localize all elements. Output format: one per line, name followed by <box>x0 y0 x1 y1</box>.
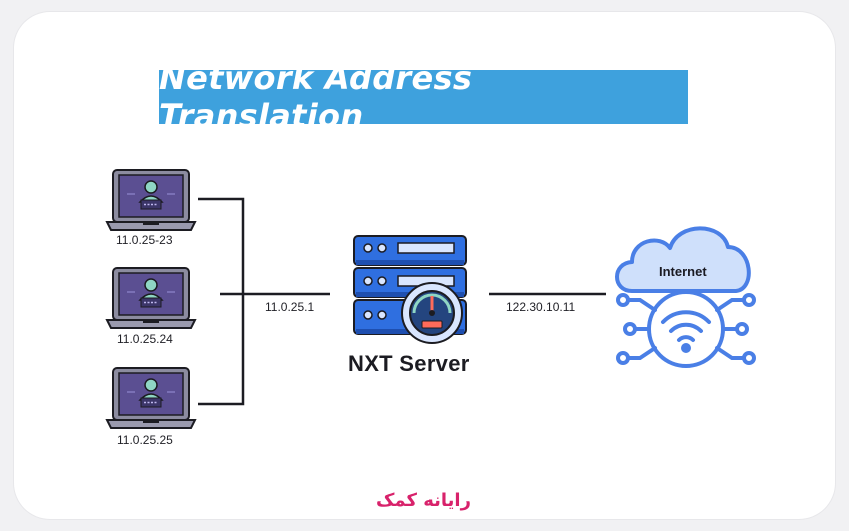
connection-lines <box>198 197 606 406</box>
client-bus-line <box>198 197 245 406</box>
client-ip-label: 11.0.25-23 <box>116 233 173 247</box>
cloud-icon <box>615 226 751 293</box>
client-ip-label: 11.0.25.25 <box>117 433 173 447</box>
internet-label: Internet <box>659 264 707 279</box>
laptop-icon <box>106 169 196 231</box>
client-ip-label: 11.0.25.24 <box>117 332 173 346</box>
wifi-icon <box>616 290 756 368</box>
laptop-icon <box>106 367 196 429</box>
laptop-icon <box>106 267 196 329</box>
brand-logo: رایانه کمک <box>376 490 471 511</box>
private-ip-label: 11.0.25.1 <box>265 300 315 314</box>
public-ip-label: 122.30.10.11 <box>506 300 576 314</box>
server-name: NXT Server <box>348 351 470 376</box>
gauge-icon <box>401 282 463 344</box>
diagram-title: Network Address Translation <box>159 59 473 135</box>
title-banner: Network Address Translation <box>159 59 688 135</box>
